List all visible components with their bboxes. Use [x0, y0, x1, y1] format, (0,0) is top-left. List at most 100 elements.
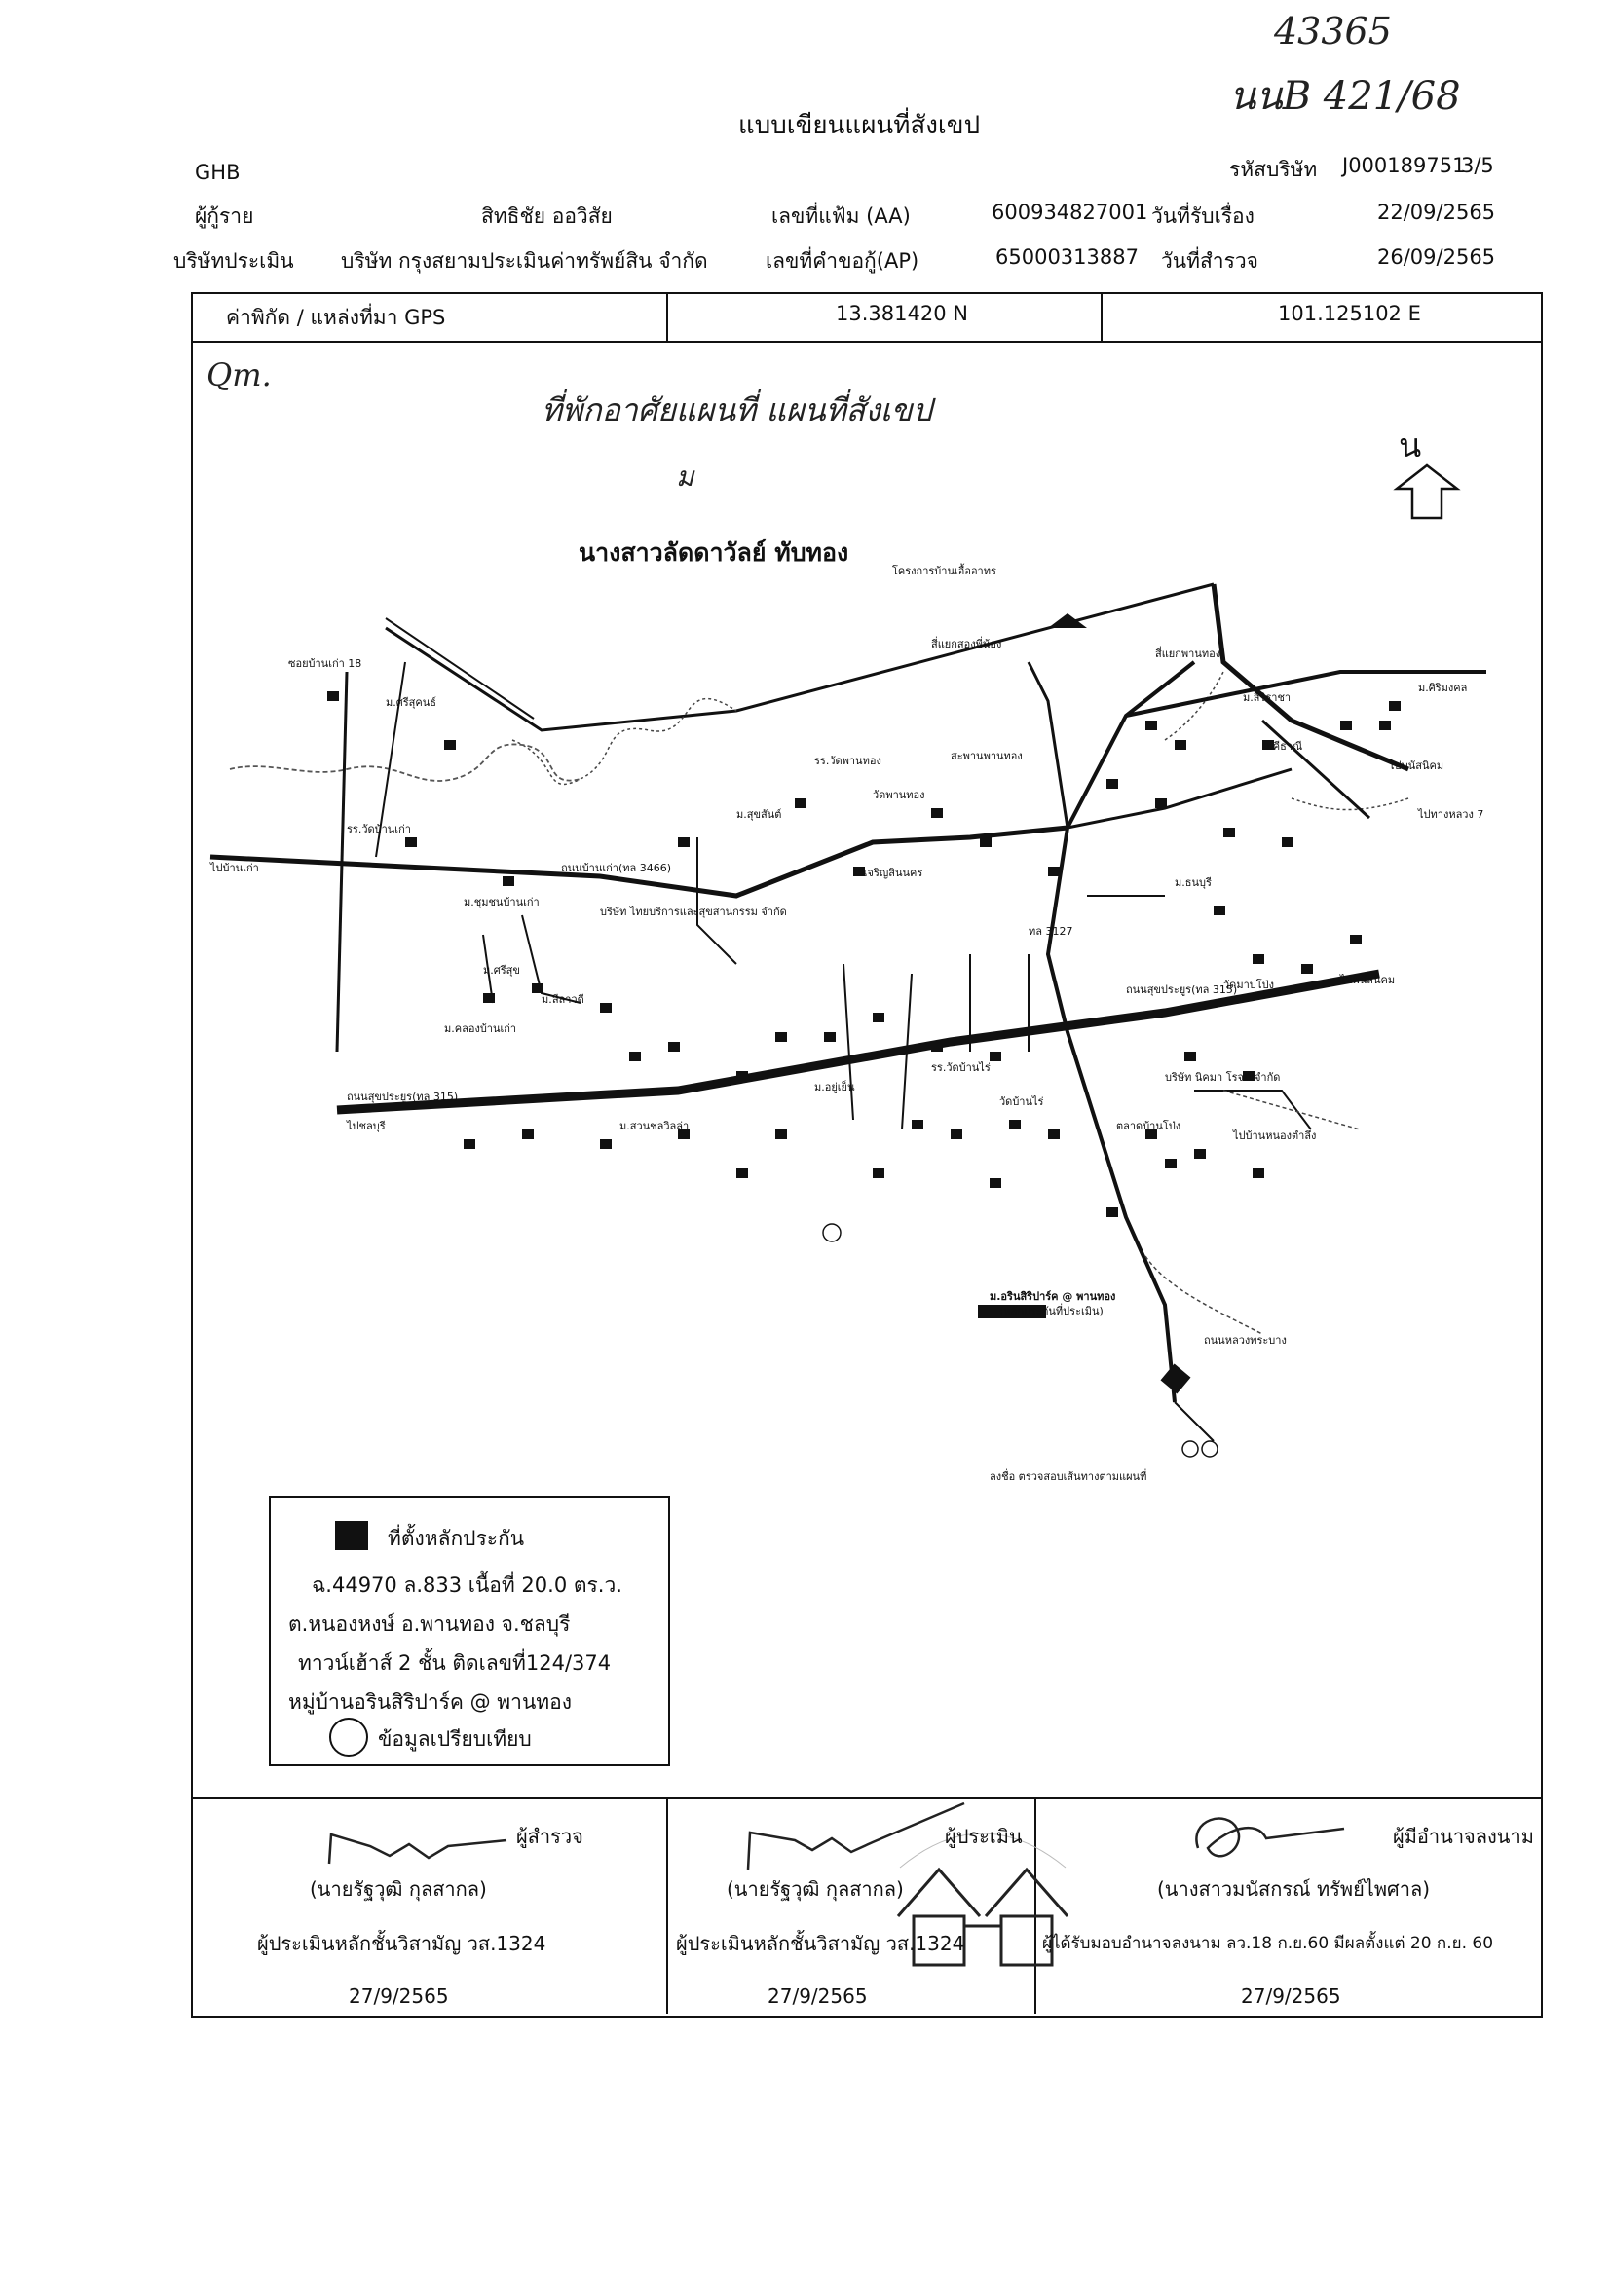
svg-text:รร.วัดบ้านเก่า: รร.วัดบ้านเก่า	[347, 823, 411, 835]
svg-text:ถนนสุขประยูร(ทล 315): ถนนสุขประยูร(ทล 315)	[1126, 983, 1237, 996]
request-no-label: เลขที่คำขอกู้(AP)	[766, 249, 919, 273]
borrower-label: ผู้กู้ราย	[195, 204, 254, 228]
gps-longitude: 101.125102 E	[1278, 302, 1421, 325]
north-arrow-icon	[1393, 463, 1461, 520]
svg-text:ม.สุขสันต์: ม.สุขสันต์	[736, 808, 781, 821]
signature-2-name: (นายรัฐวุฒิ กุลสากล)	[727, 1877, 904, 1901]
svg-text:วัดบ้านไร่: วัดบ้านไร่	[999, 1095, 1044, 1108]
borrower-name: สิทธิชัย ออวิสัย	[481, 204, 613, 228]
svg-text:วัดมาบโป่ง: วัดมาบโป่ง	[1223, 978, 1274, 991]
signature-col-divider-1	[666, 1797, 668, 2014]
handwritten-note: Qm.	[206, 356, 272, 393]
signature-3-title: ผู้ได้รับมอบอำนาจลงนาม ลว.18 ก.ย.60 มีผล…	[1042, 1934, 1494, 1953]
legend-building: ทาวน์เฮ้าส์ 2 ชั้น ติดเลขที่124/374	[298, 1651, 612, 1675]
svg-text:(หลักประกันที่ประเมิน): (หลักประกันที่ประเมิน)	[999, 1303, 1104, 1317]
file-no-label: เลขที่แฟ้ม (AA)	[771, 204, 911, 228]
svg-text:ม.คีธาณี: ม.คีธาณี	[1262, 740, 1302, 753]
comparison-circle-icon	[329, 1718, 368, 1757]
svg-text:ม.สวนชลวิลล่า: ม.สวนชลวิลล่า	[619, 1120, 689, 1132]
gps-divider-2	[1101, 292, 1103, 341]
north-label: น	[1399, 426, 1422, 465]
document-frame	[191, 292, 1543, 2018]
bank-code: GHB	[195, 161, 241, 184]
svg-text:ไปชลบุรี: ไปชลบุรี	[346, 1120, 386, 1132]
svg-text:วัดพานทอง: วัดพานทอง	[873, 789, 925, 801]
request-no: 65000313887	[995, 245, 1139, 269]
signature-2-role: ผู้ประเมิน	[945, 1825, 1023, 1848]
signature-1-date: 27/9/2565	[349, 1984, 449, 2008]
svg-text:ม.อรินสิริปาร์ค @ พานทอง: ม.อรินสิริปาร์ค @ พานทอง	[990, 1290, 1115, 1303]
appraiser-label: บริษัทประเมิน	[173, 249, 294, 273]
gps-label: ค่าพิกัด / แหล่งที่มา GPS	[226, 306, 446, 329]
temple-icon	[1048, 613, 1087, 628]
svg-text:บริษัท นิคมา โรจน์ จำกัด: บริษัท นิคมา โรจน์ จำกัด	[1165, 1070, 1280, 1084]
handwritten-mark: ม	[676, 461, 694, 493]
railway-line	[385, 582, 1215, 732]
gps-divider-1	[666, 292, 668, 341]
company-code-label: รหัสบริษัท	[1229, 158, 1318, 181]
appraiser-company: บริษัท กรุงสยามประเมินค่าทรัพย์สิน จำกัด	[341, 249, 708, 273]
legend-collateral-label: ที่ตั้งหลักประกัน	[388, 1527, 525, 1550]
survey-label: วันที่สำรวจ	[1161, 249, 1258, 273]
company-stamp	[896, 1833, 1069, 1967]
signature-3-date: 27/9/2565	[1241, 1984, 1341, 2008]
signature-1-role: ผู้สำรวจ	[516, 1825, 583, 1848]
handwritten-reference: นนB 421/68	[1229, 74, 1461, 119]
svg-text:รร.วัดบ้านไร่: รร.วัดบ้านไร่	[931, 1061, 991, 1074]
signature-1-title: ผู้ประเมินหลักชั้นวิสามัญ วส.1324	[257, 1932, 546, 1955]
svg-text:ม.ศรีสุข: ม.ศรีสุข	[483, 964, 520, 977]
svg-text:ม.ศรีสุคนธ์: ม.ศรีสุคนธ์	[386, 696, 436, 709]
collateral-marker-icon	[335, 1521, 368, 1550]
svg-text:ม.อยู่เย็น: ม.อยู่เย็น	[814, 1080, 855, 1093]
svg-text:ถนนสุขประยูร(ทล 315): ถนนสุขประยูร(ทล 315)	[347, 1091, 458, 1103]
svg-text:ลงชื่อ ตรวจสอบเส้นทางตามแผนที่: ลงชื่อ ตรวจสอบเส้นทางตามแผนที่	[990, 1468, 1146, 1483]
svg-text:ไปพนัสนิคม: ไปพนัสนิคม	[1339, 974, 1395, 986]
signature-2-date: 27/9/2565	[768, 1984, 868, 2008]
signature-col-divider-2	[1034, 1797, 1036, 2014]
legend-compare-label: ข้อมูลเปรียบเทียบ	[378, 1727, 532, 1751]
signature-3-role: ผู้มีอำนาจลงนาม	[1393, 1825, 1534, 1848]
file-no: 600934827001	[992, 201, 1148, 224]
survey-date: 26/09/2565	[1377, 245, 1496, 269]
svg-text:ไปพนัสนิคม: ไปพนัสนิคม	[1388, 759, 1443, 772]
map-owner: นางสาวลัดดาวัลย์ ทับทอง	[579, 538, 849, 567]
legend-village: หมู่บ้านอรินสิริปาร์ค @ พานทอง	[288, 1690, 573, 1714]
signature-1-name: (นายรัฐวุฒิ กุลสากล)	[310, 1877, 487, 1901]
svg-text:ถนนบ้านเก่า(ทล 3466): ถนนบ้านเก่า(ทล 3466)	[561, 862, 671, 874]
legend-deed: ฉ.44970 ล.833 เนื้อที่ 20.0 ตร.ว.	[312, 1574, 622, 1597]
signature-3-name: (นางสาวมนัสกรณ์ ทรัพย์ไพศาล)	[1157, 1877, 1431, 1901]
svg-text:ม.ธนบุรี: ม.ธนบุรี	[1175, 876, 1212, 889]
svg-text:ไปทางหลวง 7: ไปทางหลวง 7	[1417, 808, 1483, 821]
svg-text:สี่แยกพานทอง: สี่แยกพานทอง	[1155, 646, 1220, 660]
svg-text:ไปบ้านหนองตำลึง: ไปบ้านหนองตำลึง	[1232, 1129, 1316, 1142]
svg-text:สี่แยกสองพี่น้อง: สี่แยกสองพี่น้อง	[931, 636, 1002, 650]
company-code: J000189751	[1342, 154, 1466, 177]
svg-text:สะพานพานทอง: สะพานพานทอง	[951, 750, 1023, 762]
svg-text:ม.เจริญสินนคร: ม.เจริญสินนคร	[853, 867, 922, 879]
gps-latitude: 13.381420 N	[836, 302, 968, 325]
handwritten-map-title: ที่พักอาศัยแผนที่ แผนที่สังเขป	[542, 391, 932, 428]
received-label: วันที่รับเรื่อง	[1151, 204, 1255, 228]
page-title: แบบเขียนแผนที่สังเขป	[738, 111, 981, 140]
svg-text:ตลาดบ้านโป่ง: ตลาดบ้านโป่ง	[1116, 1119, 1180, 1132]
svg-text:โครงการบ้านเอื้ออาทร: โครงการบ้านเอื้ออาทร	[892, 563, 996, 577]
signature-3-scribble	[1195, 1817, 1345, 1858]
signature-2-title: ผู้ประเมินหลักชั้นวิสามัญ วส.1324	[676, 1932, 965, 1955]
gps-row-divider	[191, 341, 1541, 343]
signature-1-scribble	[327, 1833, 507, 1865]
svg-text:ม.คลองบ้านเก่า: ม.คลองบ้านเก่า	[444, 1022, 516, 1035]
location-map: โครงการบ้านเอื้ออาทร สี่แยกสองพี่น้อง ซอ…	[209, 563, 1486, 1483]
svg-text:ไปบ้านเก่า: ไปบ้านเก่า	[209, 862, 259, 874]
handwritten-number: 43365	[1274, 10, 1392, 53]
svg-text:รร.วัดพานทอง: รร.วัดพานทอง	[814, 755, 881, 767]
svg-text:บริษัท ไทยบริการและสุขสานกรรม: บริษัท ไทยบริการและสุขสานกรรม จำกัด	[600, 906, 787, 918]
svg-text:ซอยบ้านเก่า 18: ซอยบ้านเก่า 18	[288, 657, 361, 670]
legend-box	[269, 1496, 670, 1766]
received-date: 22/09/2565	[1377, 201, 1496, 224]
signature-divider	[191, 1797, 1541, 1799]
svg-text:ทล 3127: ทล 3127	[1029, 925, 1072, 938]
svg-text:ม.ลีลาวดี: ม.ลีลาวดี	[542, 993, 584, 1006]
svg-text:ม.ชุมชนบ้านเก่า: ม.ชุมชนบ้านเก่า	[464, 896, 540, 908]
signature-2-scribble	[746, 1801, 965, 1870]
svg-text:ม.สิริราชา: ม.สิริราชา	[1243, 691, 1291, 704]
